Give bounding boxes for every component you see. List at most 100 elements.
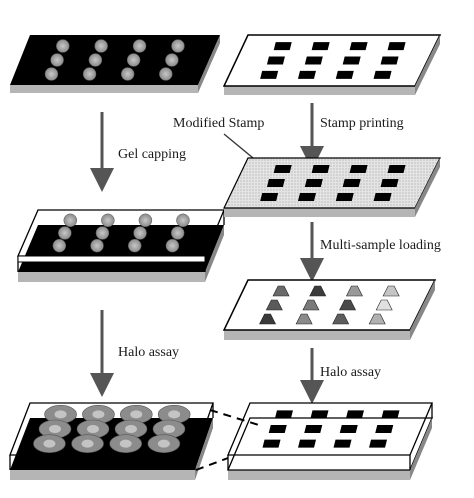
- stamp-square: [311, 42, 330, 51]
- stamp-square: [387, 42, 406, 51]
- stamp-square: [369, 439, 388, 448]
- stamp-square: [311, 165, 330, 173]
- halo-center: [119, 439, 132, 448]
- stamp-square: [260, 193, 279, 201]
- stamp-square: [339, 425, 358, 433]
- stamp-square: [273, 165, 292, 173]
- stamp-square: [298, 439, 317, 448]
- label-gel-capping: Gel capping: [118, 147, 186, 162]
- stamp-square: [304, 179, 323, 187]
- label-halo-assay-left: Halo assay: [118, 345, 179, 360]
- stamp-square: [335, 70, 354, 79]
- plate-loaded-samples: [222, 279, 437, 340]
- loaded-sample: [382, 285, 400, 297]
- stamp-square: [342, 179, 361, 187]
- label-multi-sample-loading: Multi-sample loading: [320, 238, 441, 253]
- sample-spot: [44, 67, 59, 81]
- sample-spot: [52, 238, 67, 253]
- stamp-square: [345, 410, 364, 419]
- stamp-square: [349, 165, 368, 173]
- halo-center: [49, 425, 61, 433]
- stamp-square: [304, 56, 323, 65]
- sample-spot: [171, 39, 185, 53]
- loaded-sample: [375, 299, 393, 311]
- sample-spot: [50, 53, 64, 67]
- sample-spot: [58, 226, 72, 240]
- sample-spot: [127, 238, 142, 253]
- plate-black-spots: [10, 35, 220, 93]
- halo-center: [92, 410, 105, 419]
- stamp-square: [297, 193, 316, 201]
- sample-spot: [63, 213, 78, 228]
- loaded-sample: [302, 299, 320, 311]
- stamp-square: [373, 70, 392, 79]
- sample-spot: [95, 226, 110, 240]
- loaded-sample: [265, 299, 283, 311]
- plate-gel-capped: [17, 209, 225, 282]
- stamp-square: [380, 56, 399, 65]
- stamp-square: [274, 410, 293, 419]
- stamp-square: [273, 42, 292, 51]
- stamp-square: [268, 425, 287, 433]
- stamp-square: [260, 70, 279, 79]
- loaded-sample: [339, 299, 357, 311]
- halo-center: [168, 410, 181, 419]
- halo-center: [54, 410, 67, 419]
- stamp-square: [262, 439, 281, 448]
- loaded-sample: [272, 285, 290, 297]
- plate-halos: [9, 402, 214, 480]
- stamp-square: [335, 193, 354, 201]
- label-halo-assay-right: Halo assay: [320, 365, 381, 380]
- stamp-square: [266, 179, 285, 187]
- stamp-square: [297, 70, 316, 79]
- sample-spot: [176, 213, 190, 228]
- stamp-square: [333, 439, 352, 448]
- plate-result-squares: [227, 402, 433, 480]
- loaded-sample: [259, 313, 277, 325]
- label-modified-stamp: Modified Stamp: [173, 116, 264, 131]
- sample-spot: [94, 39, 108, 53]
- stamp-square: [310, 410, 329, 419]
- sample-spot: [101, 213, 115, 228]
- halo-center: [157, 439, 170, 448]
- stamp-square: [380, 179, 399, 187]
- sample-spot: [170, 226, 185, 240]
- halo-center: [130, 410, 143, 419]
- halo-center: [125, 425, 137, 433]
- sample-spot: [165, 238, 180, 253]
- dashed-connector-top: [209, 409, 263, 427]
- loaded-sample: [332, 313, 350, 325]
- stamp-square: [304, 425, 323, 433]
- plate-stamp-white: [222, 34, 442, 95]
- stamp-square: [381, 410, 400, 419]
- loaded-sample: [295, 313, 313, 325]
- plate-modified-stamp: [223, 157, 441, 217]
- sample-spot: [165, 53, 179, 67]
- stamp-square: [387, 165, 406, 173]
- sample-spot: [126, 53, 141, 67]
- stamp-square: [373, 193, 392, 201]
- sample-spot: [82, 67, 97, 81]
- stamp-square: [266, 56, 285, 65]
- loaded-sample: [368, 313, 386, 325]
- sample-spot: [132, 39, 147, 53]
- loaded-sample: [309, 285, 327, 297]
- halo-center: [163, 425, 175, 433]
- sample-spot: [159, 67, 173, 81]
- stamp-square: [375, 425, 394, 433]
- stamp-square: [342, 56, 361, 65]
- halo-center: [81, 439, 94, 448]
- sample-spot: [56, 39, 70, 53]
- label-stamp-printing: Stamp printing: [320, 116, 404, 131]
- sample-spot: [133, 226, 147, 240]
- sample-spot: [120, 67, 135, 81]
- sample-spot: [90, 238, 104, 253]
- halo-center: [87, 425, 99, 433]
- sample-spot: [138, 213, 153, 228]
- stamp-square: [349, 42, 368, 51]
- loaded-sample: [345, 285, 363, 297]
- sample-spot: [88, 53, 103, 67]
- halo-center: [43, 439, 56, 448]
- dashed-connector-bottom: [195, 457, 229, 471]
